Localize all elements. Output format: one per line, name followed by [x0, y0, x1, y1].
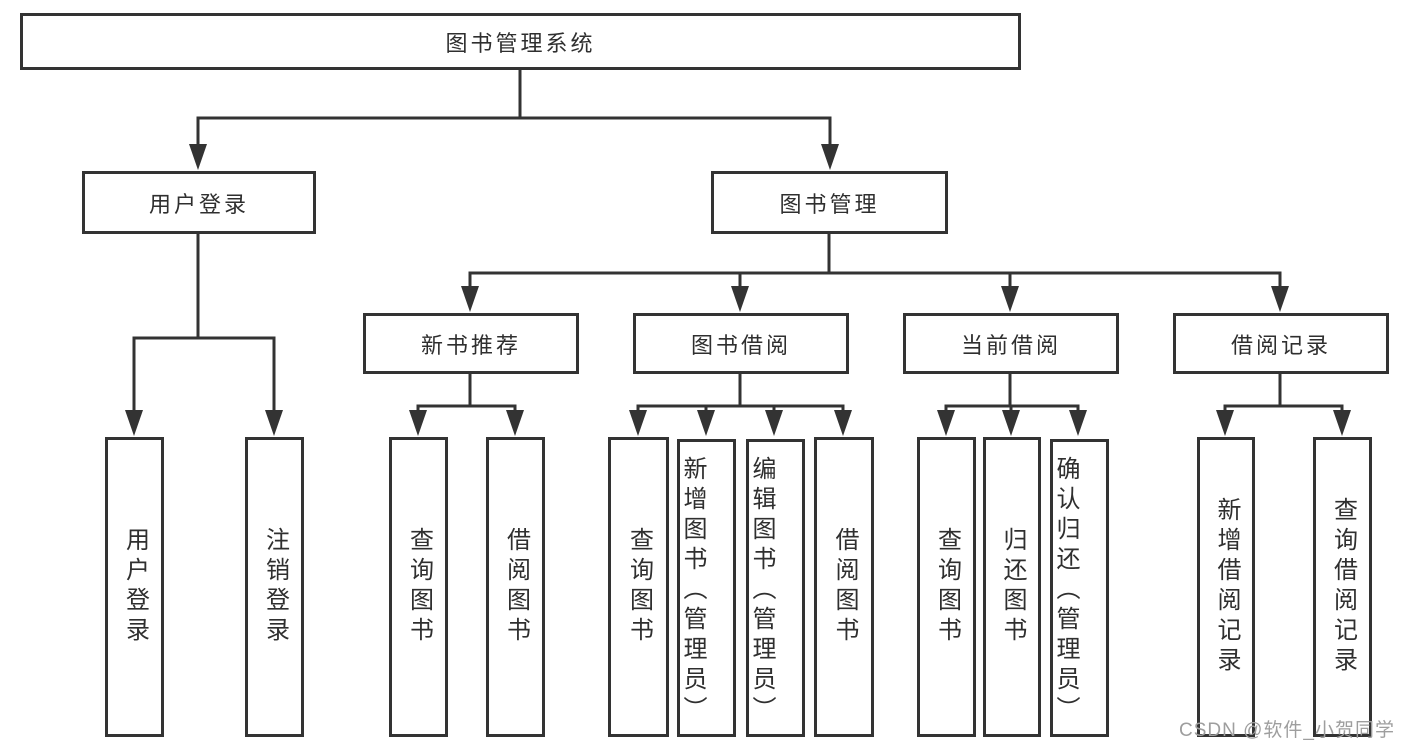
- leaf-confirm-return-admin-label: 确认归还（管理员）: [1052, 456, 1079, 726]
- leaf-borrow-book: 借阅图书: [814, 437, 874, 737]
- node-borrow-record: 借阅记录: [1173, 313, 1389, 374]
- node-book-management-label: 图书管理: [779, 191, 880, 217]
- arrowheads: [125, 144, 1351, 436]
- node-root: 图书管理系统: [20, 13, 1021, 70]
- leaf-logout-label: 注销登录: [261, 527, 289, 647]
- node-book-borrow-label: 图书借阅: [690, 332, 791, 358]
- leaf-newbook-borrow-label: 借阅图书: [502, 527, 530, 647]
- leaf-borrow-book-label: 借阅图书: [831, 527, 858, 647]
- leaf-newbook-query-label: 查询图书: [405, 527, 433, 647]
- node-current-borrow: 当前借阅: [903, 313, 1119, 374]
- leaf-return-book-label: 归还图书: [999, 527, 1026, 647]
- leaf-user-login: 用户登录: [105, 437, 164, 737]
- node-user-login-label: 用户登录: [148, 191, 249, 217]
- leaf-query-borrow-record: 查询借阅记录: [1313, 437, 1372, 737]
- leaf-confirm-return-admin: 确认归还（管理员）: [1050, 439, 1109, 737]
- leaf-query-borrow-record-label: 查询借阅记录: [1329, 497, 1357, 677]
- leaf-borrow-query-label: 查询图书: [625, 527, 653, 647]
- node-new-book-recommend: 新书推荐: [363, 313, 579, 374]
- node-current-borrow-label: 当前借阅: [960, 332, 1061, 358]
- leaf-return-book: 归还图书: [983, 437, 1041, 737]
- leaf-edit-book-admin-label: 编辑图书（管理员）: [748, 456, 775, 726]
- leaf-add-book-admin-label: 新增图书（管理员）: [679, 456, 706, 726]
- node-new-book-recommend-label: 新书推荐: [420, 332, 521, 358]
- csdn-watermark: CSDN @软件_小贺同学: [1179, 720, 1395, 741]
- leaf-logout: 注销登录: [245, 437, 304, 737]
- leaf-borrow-query: 查询图书: [608, 437, 669, 737]
- leaf-add-borrow-record: 新增借阅记录: [1197, 437, 1255, 737]
- leaf-newbook-borrow: 借阅图书: [486, 437, 545, 737]
- leaf-add-borrow-record-label: 新增借阅记录: [1213, 497, 1240, 677]
- node-root-label: 图书管理系统: [445, 30, 596, 56]
- node-book-management: 图书管理: [711, 171, 948, 234]
- leaf-current-query: 查询图书: [917, 437, 976, 737]
- leaf-current-query-label: 查询图书: [933, 527, 961, 647]
- leaf-newbook-query: 查询图书: [389, 437, 448, 737]
- leaf-user-login-label: 用户登录: [121, 527, 149, 647]
- node-borrow-record-label: 借阅记录: [1230, 332, 1331, 358]
- node-user-login: 用户登录: [82, 171, 316, 234]
- leaf-add-book-admin: 新增图书（管理员）: [677, 439, 736, 737]
- node-book-borrow: 图书借阅: [633, 313, 849, 374]
- leaf-edit-book-admin: 编辑图书（管理员）: [746, 439, 805, 737]
